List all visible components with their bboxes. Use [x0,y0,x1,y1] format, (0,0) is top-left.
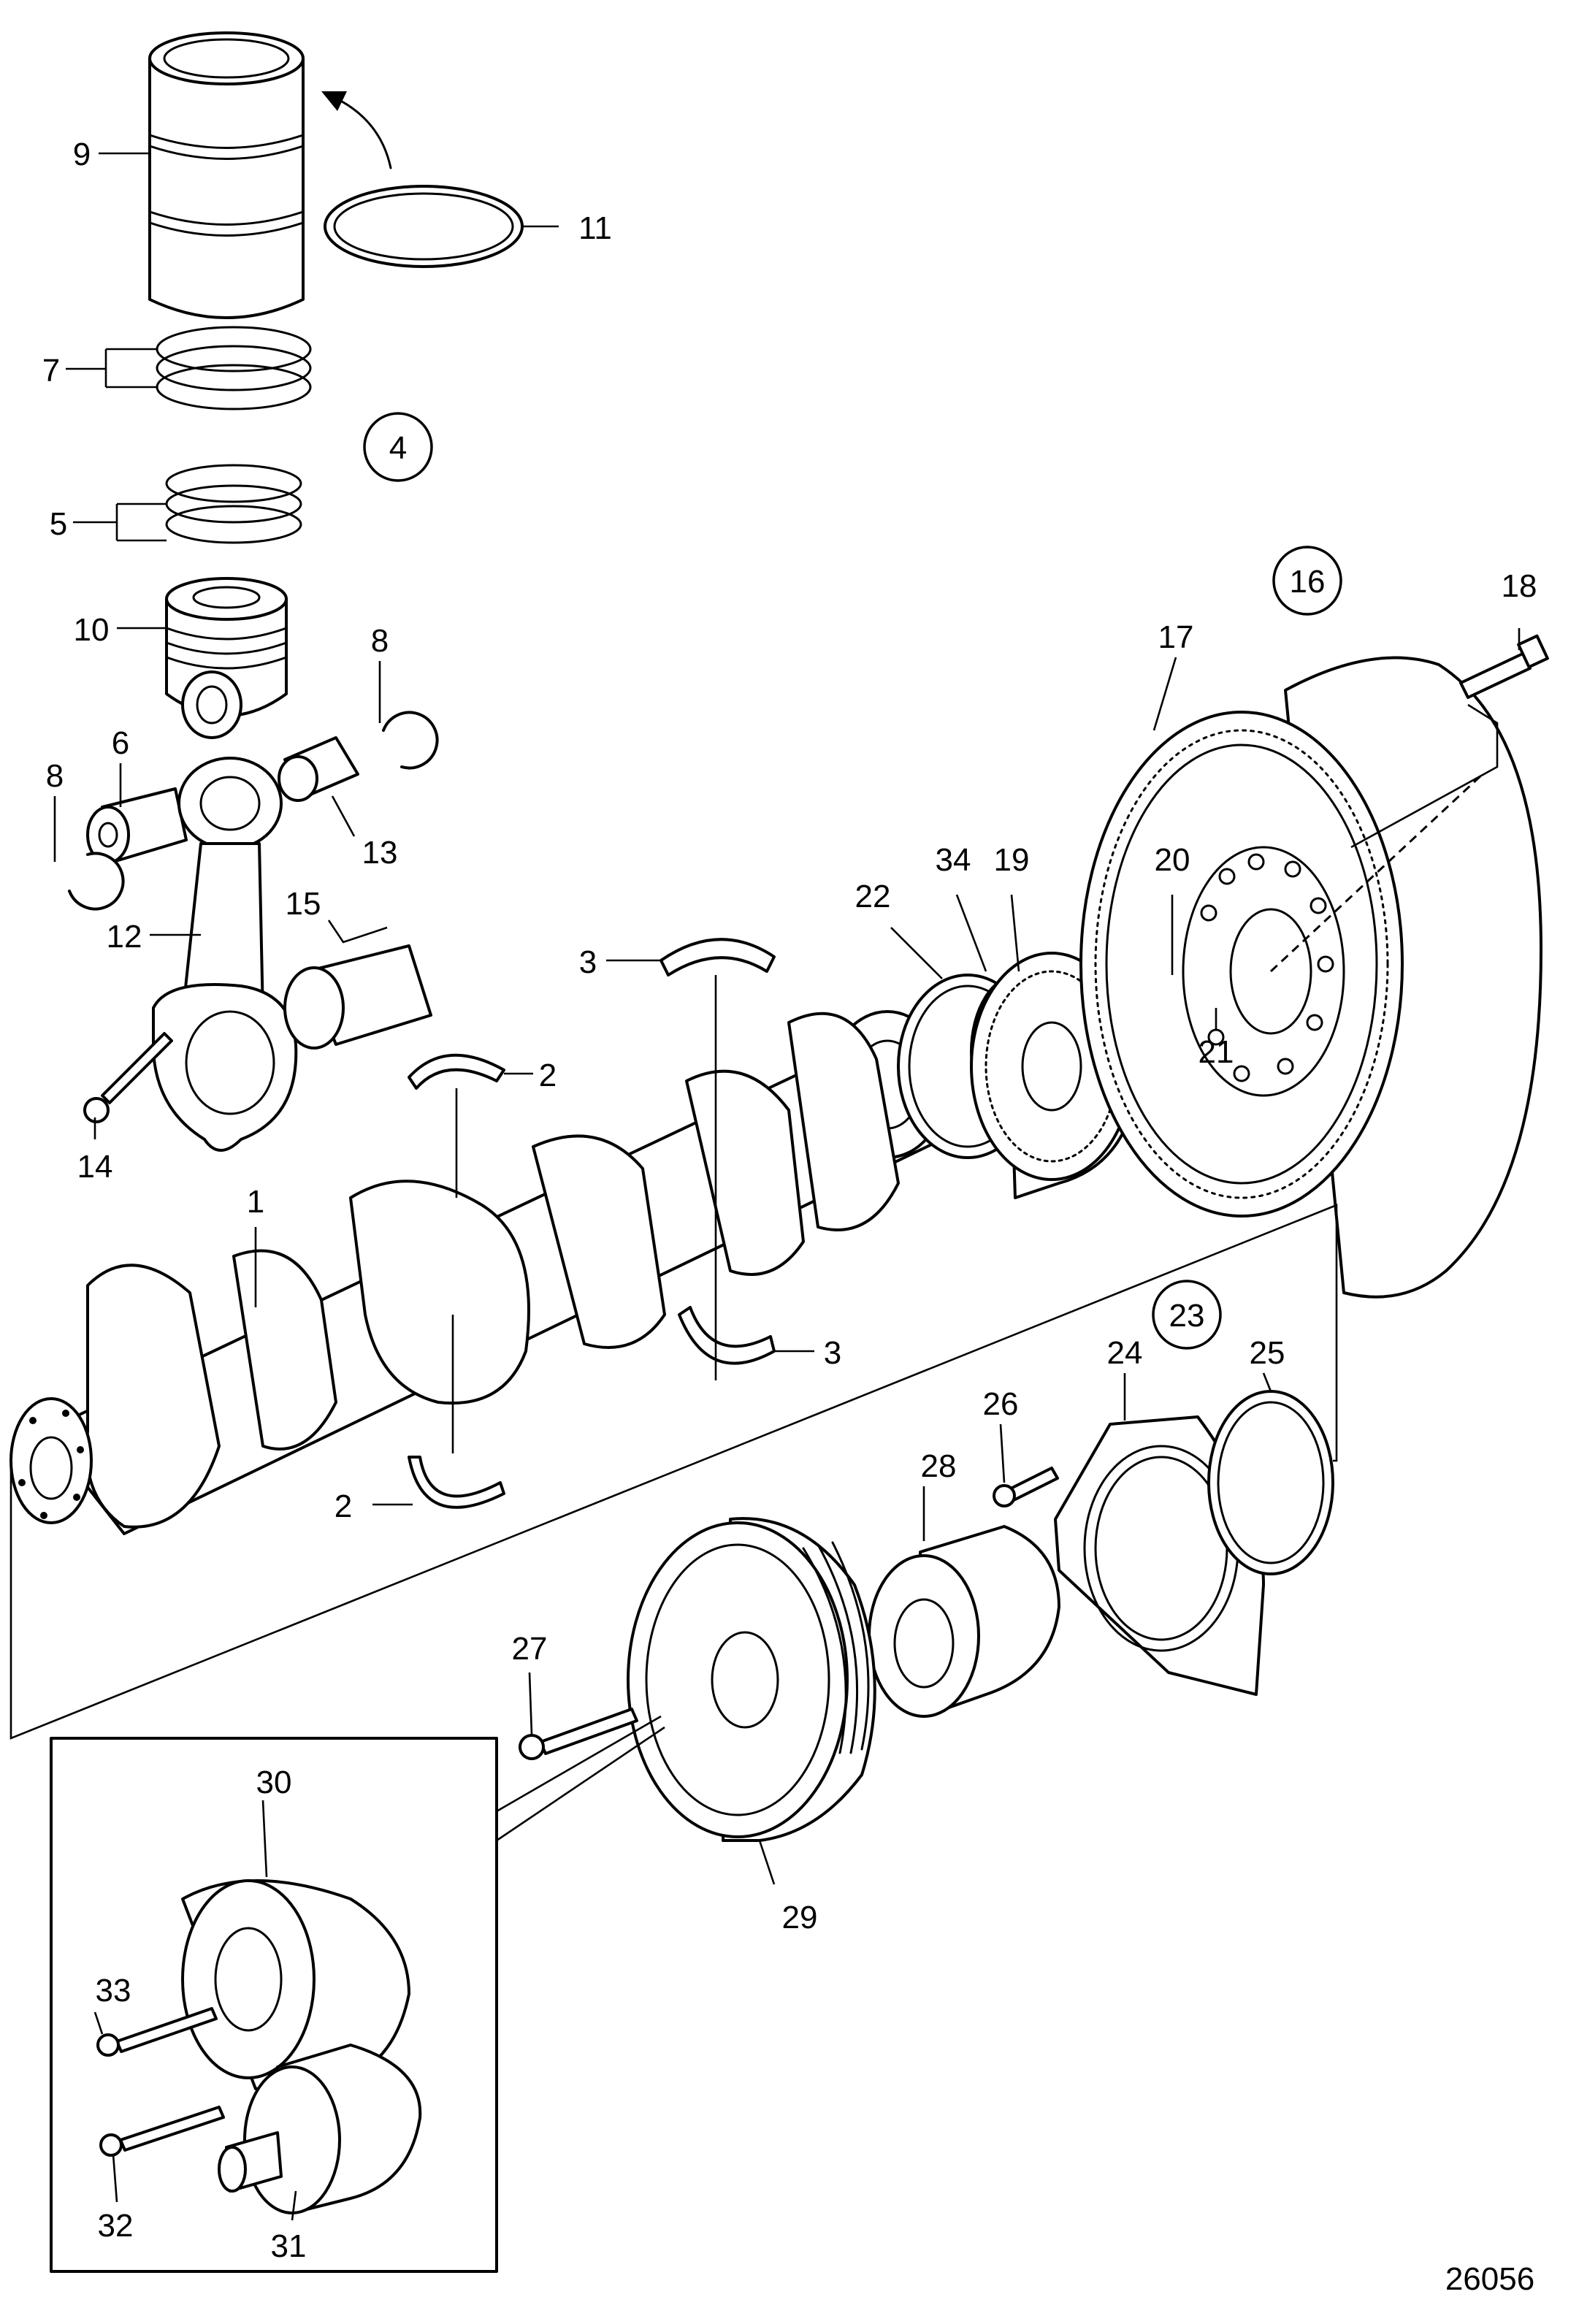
callout-33: 33 [96,1973,131,2008]
circlip-left [68,852,125,911]
callout-34: 34 [936,842,971,878]
group-callout-23-circle [1152,1280,1222,1350]
callout-15: 15 [286,886,321,922]
crankshaft-front-hub [9,1397,93,1524]
callout-5: 5 [50,506,67,542]
callout-4: 4 [389,430,407,466]
liner-seal-rings [156,326,312,410]
callout-13: 13 [362,835,398,871]
piston [165,577,288,739]
connecting-rod [152,757,298,1152]
callout-30: 30 [256,1765,292,1800]
callout-labels: 1 2 2 3 3 4 5 6 7 8 8 9 10 11 12 13 14 1… [42,137,1537,2297]
rear-cover-seal [1207,1390,1334,1575]
cylinder-liner [148,31,305,319]
callout-28: 28 [921,1448,957,1484]
callout-8-right: 8 [371,623,389,659]
callout-11: 11 [578,210,612,246]
callout-1: 1 [247,1184,264,1220]
callout-31: 31 [271,2228,307,2264]
callout-27: 27 [512,1631,548,1667]
cover-bolt [993,1467,1059,1507]
piston-rings [165,464,302,544]
small-end-bushing [278,736,359,802]
callout-3-upper: 3 [579,944,597,980]
piston-pin [86,787,188,864]
callout-25: 25 [1250,1335,1285,1371]
callout-22: 22 [855,879,891,914]
main-bearing-shell-lower [678,1306,776,1365]
group-callout-16-circle [1272,546,1342,616]
callout-10: 10 [74,612,110,648]
callout-26: 26 [983,1386,1019,1422]
thrust-washer-upper [408,1053,505,1090]
callout-16: 16 [1290,564,1326,600]
callout-12: 12 [107,919,142,955]
callout-24: 24 [1107,1335,1143,1371]
conrod-bolt [83,1032,173,1123]
group-callout-4-circle [363,412,433,482]
callout-2-upper: 2 [539,1058,557,1093]
callout-29: 29 [782,1900,818,1935]
callout-9: 9 [73,137,91,172]
callout-17: 17 [1158,619,1194,655]
callout-19: 19 [994,842,1030,878]
callout-3-lower: 3 [824,1335,841,1371]
callout-32: 32 [98,2208,134,2244]
thrust-washer-lower [408,1456,505,1509]
callout-7: 7 [42,353,60,389]
callout-14: 14 [77,1149,113,1185]
inset-hub [218,2044,422,2214]
damper-bolt [519,1708,638,1760]
seal-ring [324,185,524,268]
callout-20: 20 [1155,842,1190,878]
flywheel-mounting-bolt [1459,634,1549,699]
main-bearing-shell-upper [659,938,776,976]
inset-hub-bolt [99,2106,225,2157]
drawing-number: 26056 [1445,2261,1534,2297]
leader-lines [9,152,1521,2221]
big-end-bearing [283,944,432,1050]
flywheel [1079,656,1542,1299]
install-arrowhead [321,91,347,111]
inset-pulley-bolt [96,2007,218,2057]
inset-pointer [496,1715,665,1842]
callout-6: 6 [112,725,129,761]
callout-21: 21 [1198,1034,1234,1070]
callout-18: 18 [1502,568,1537,604]
inset-pulley [181,1879,410,2090]
pulley-hub [868,1525,1060,1718]
callout-2-lower: 2 [334,1488,352,1524]
callout-8-left: 8 [46,758,64,794]
callout-23: 23 [1169,1298,1205,1334]
circlip-right [382,711,439,770]
vibration-damper [627,1517,876,1842]
